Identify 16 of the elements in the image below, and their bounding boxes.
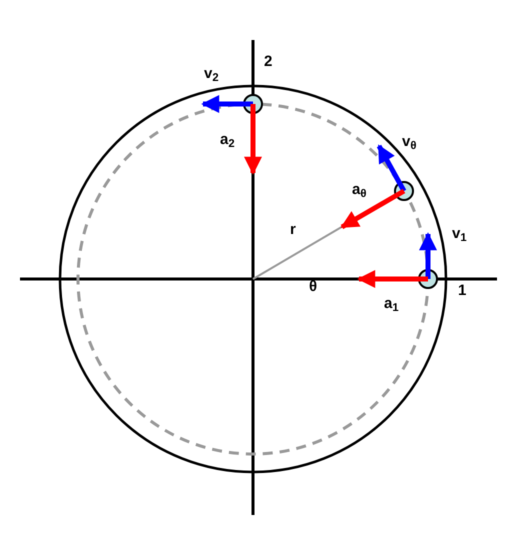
velocity-arrow xyxy=(201,95,253,113)
radius-label: r xyxy=(290,222,296,237)
acceleration-arrow xyxy=(357,270,428,288)
vector-label: v$_{1}$ xyxy=(452,226,467,241)
axis-label: 1 xyxy=(458,283,466,298)
vector-label: a$_{2}$ xyxy=(220,132,235,147)
angle-label: θ xyxy=(309,279,318,294)
velocity-arrow xyxy=(376,144,406,192)
vector-label: v$_{2}$ xyxy=(204,66,219,81)
vector-label: a$_{1}$ xyxy=(384,296,399,311)
axis-label: 2 xyxy=(264,54,272,69)
acceleration-arrow xyxy=(340,188,406,230)
velocity-arrow xyxy=(419,232,437,279)
acceleration-arrow xyxy=(244,104,262,175)
vector-label: a$_{θ}$ xyxy=(352,182,366,197)
vector-label: v$_{θ}$ xyxy=(402,134,416,149)
